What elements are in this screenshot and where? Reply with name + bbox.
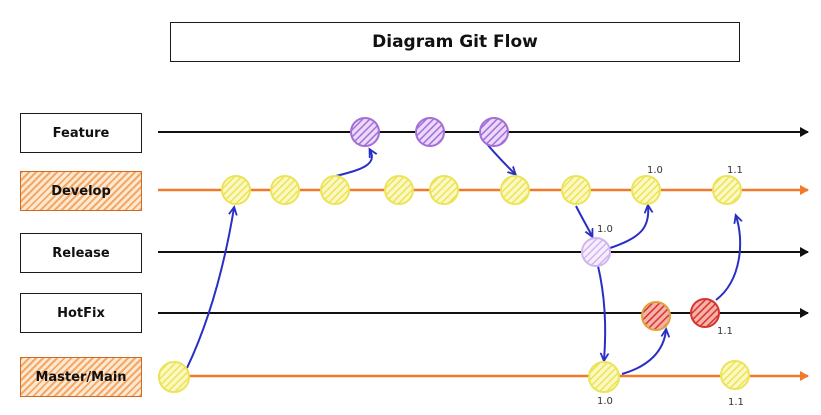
commit-develop <box>384 175 414 205</box>
commit-feature <box>415 117 445 147</box>
commit-hotfix <box>641 301 671 331</box>
commit-feature <box>350 117 380 147</box>
version-label-master-1-0: 1.0 <box>597 396 613 407</box>
commit-develop <box>429 175 459 205</box>
lane-label-hotfix-text: HotFix <box>57 305 105 321</box>
commit-develop <box>561 175 591 205</box>
version-label-develop-1-0: 1.0 <box>647 165 663 176</box>
arrow-master-to-hotfix <box>621 330 666 375</box>
lane-label-release: Release <box>20 233 142 273</box>
version-label-release-1-0: 1.0 <box>597 224 613 235</box>
commit-release-1-0 <box>581 237 611 267</box>
arrow-release-to-develop <box>609 206 648 249</box>
commit-feature <box>479 117 509 147</box>
commit-develop <box>221 175 251 205</box>
diagram-title-box: Diagram Git Flow <box>170 22 740 62</box>
lane-label-feature: Feature <box>20 113 142 153</box>
commit-develop <box>270 175 300 205</box>
arrow-develop-to-release <box>575 205 592 236</box>
commit-master-initial <box>158 361 190 393</box>
arrow-develop-to-feature <box>335 150 372 177</box>
lane-label-develop-text: Develop <box>51 183 111 199</box>
version-label-hotfix-1-1: 1.1 <box>717 326 733 337</box>
arrow-feature-to-develop <box>486 143 515 174</box>
commit-master-1-0 <box>588 361 620 393</box>
lane-label-hotfix: HotFix <box>20 293 142 333</box>
version-label-master-1-1: 1.1 <box>728 397 744 408</box>
arrow-master-to-develop <box>186 208 234 369</box>
lane-label-master-text: Master/Main <box>35 369 127 385</box>
lane-label-develop: Develop <box>20 171 142 211</box>
commit-hotfix-1-1 <box>690 298 720 328</box>
lane-label-release-text: Release <box>52 245 110 261</box>
commit-develop-1-1 <box>712 175 742 205</box>
arrow-release-to-master <box>597 265 605 360</box>
lane-label-feature-text: Feature <box>52 125 110 141</box>
commit-develop <box>320 175 350 205</box>
commit-develop <box>500 175 530 205</box>
version-label-develop-1-1: 1.1 <box>727 165 743 176</box>
arrow-hotfix-to-develop <box>715 216 740 301</box>
diagram-title: Diagram Git Flow <box>372 32 538 52</box>
commit-master-1-1 <box>720 360 750 390</box>
lane-label-master: Master/Main <box>20 357 142 397</box>
commit-develop-1-0 <box>631 175 661 205</box>
